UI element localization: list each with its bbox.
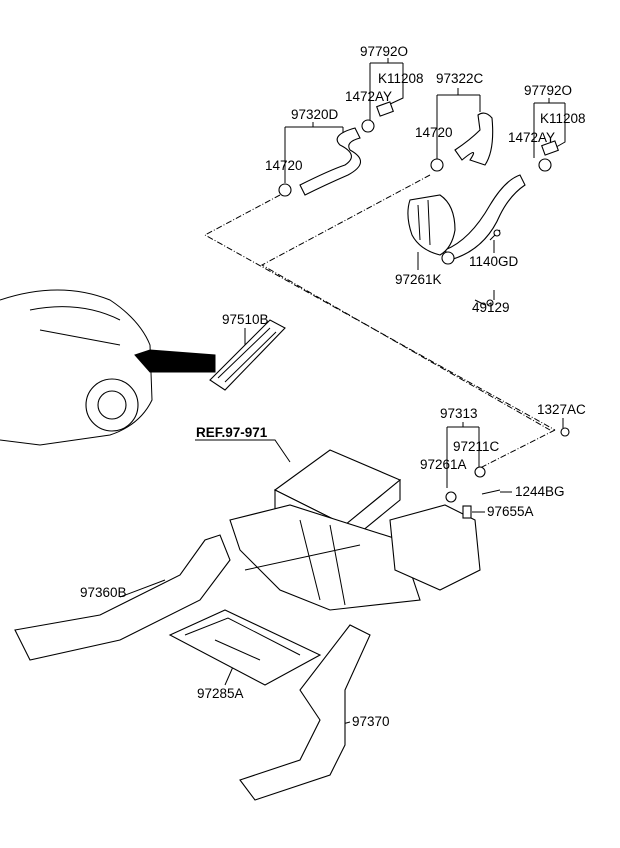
part-labels: 97792O K11208 1472AY 97322C 97320D 14720… <box>80 44 586 729</box>
label-1472AY-left[interactable]: 1472AY <box>345 89 392 104</box>
label-97510B[interactable]: 97510B <box>222 312 269 327</box>
label-K11208-left[interactable]: K11208 <box>378 71 424 86</box>
label-97792O-right[interactable]: 97792O <box>524 83 572 98</box>
label-97322C[interactable]: 97322C <box>436 71 484 86</box>
label-1140GD[interactable]: 1140GD <box>469 254 519 269</box>
water-pump-97261K <box>407 194 501 307</box>
label-97655A[interactable]: 97655A <box>487 504 534 519</box>
label-97320D[interactable]: 97320D <box>291 107 339 122</box>
tray-97285A <box>168 609 322 686</box>
label-97261K[interactable]: 97261K <box>395 272 442 287</box>
label-K11208-right[interactable]: K11208 <box>540 111 586 126</box>
label-97261A[interactable]: 97261A <box>420 457 467 472</box>
label-97285A[interactable]: 97285A <box>197 686 244 701</box>
duct-97370 <box>239 624 371 801</box>
routing-lines <box>203 174 556 469</box>
reference-label[interactable]: REF.97-971 <box>196 425 268 440</box>
label-97792O-left[interactable]: 97792O <box>360 44 408 59</box>
label-49129[interactable]: 49129 <box>472 300 510 315</box>
duct-97360B <box>14 534 231 661</box>
filter-97510B <box>209 319 286 391</box>
hose-97320D <box>278 101 394 197</box>
heater-unit <box>229 427 570 611</box>
label-1244BG[interactable]: 1244BG <box>515 484 565 499</box>
label-97211C[interactable]: 97211C <box>453 439 500 454</box>
label-1327AC[interactable]: 1327AC <box>537 402 586 417</box>
label-97313[interactable]: 97313 <box>440 406 478 421</box>
label-14720-left[interactable]: 14720 <box>265 158 303 173</box>
hose-97322C <box>430 112 559 261</box>
label-1472AY-right[interactable]: 1472AY <box>508 130 555 145</box>
label-14720-mid[interactable]: 14720 <box>415 125 453 140</box>
label-97360B[interactable]: 97360B <box>80 585 127 600</box>
vehicle-outline <box>0 289 216 446</box>
label-97370[interactable]: 97370 <box>352 714 390 729</box>
